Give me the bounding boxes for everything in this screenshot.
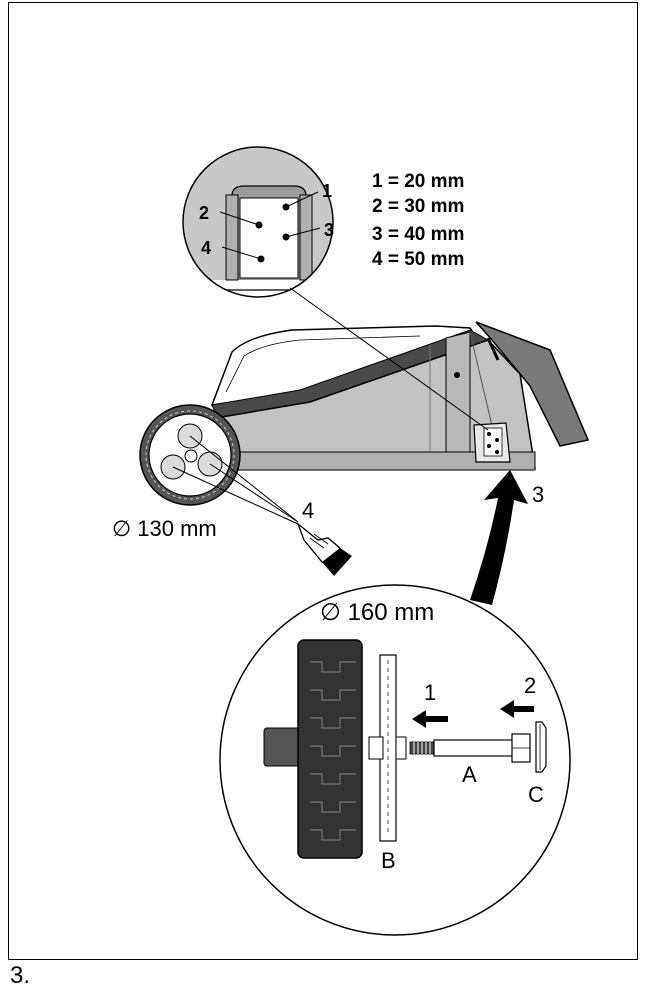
large-wheel-diameter-label: ∅ 160 mm	[320, 599, 434, 626]
small-wheel-step-label: 4	[302, 498, 314, 523]
detail-hole-label-2: 2	[199, 203, 209, 223]
part-a-label: A	[462, 762, 477, 787]
detail-hole-label-4: 4	[201, 238, 211, 258]
small-wheel	[139, 404, 241, 506]
wheel-hole-pointers	[172, 435, 299, 525]
assembly-arrow-2-label: 2	[524, 673, 536, 698]
height-detail-callout	[182, 146, 334, 298]
figure-number: 3.	[10, 962, 31, 989]
part-b-label: B	[381, 848, 396, 873]
small-wheel-diameter-label: ∅ 130 mm	[112, 516, 217, 541]
legend-item: 2 = 30 mm	[372, 196, 464, 217]
detail-hole-label-3: 3	[324, 220, 334, 240]
legend-item: 4 = 50 mm	[372, 249, 464, 270]
detail-hole-label-1: 1	[322, 181, 332, 201]
figure-frame	[8, 2, 638, 960]
height-legend: 1 = 20 mm 2 = 30 mm 3 = 40 mm 4 = 50 mm	[372, 171, 464, 270]
curved-arrow-3	[470, 470, 528, 605]
arrow-3-label: 3	[532, 482, 544, 507]
hand-pointer-icon	[296, 522, 352, 576]
legend-item: 3 = 40 mm	[372, 224, 464, 245]
legend-item: 1 = 20 mm	[372, 171, 464, 192]
wheel-assembly-callout	[219, 584, 571, 936]
part-c-label: C	[528, 782, 544, 807]
detail-leader-line	[289, 287, 489, 431]
assembly-arrow-1-label: 1	[424, 680, 436, 705]
mower-body	[210, 321, 590, 471]
